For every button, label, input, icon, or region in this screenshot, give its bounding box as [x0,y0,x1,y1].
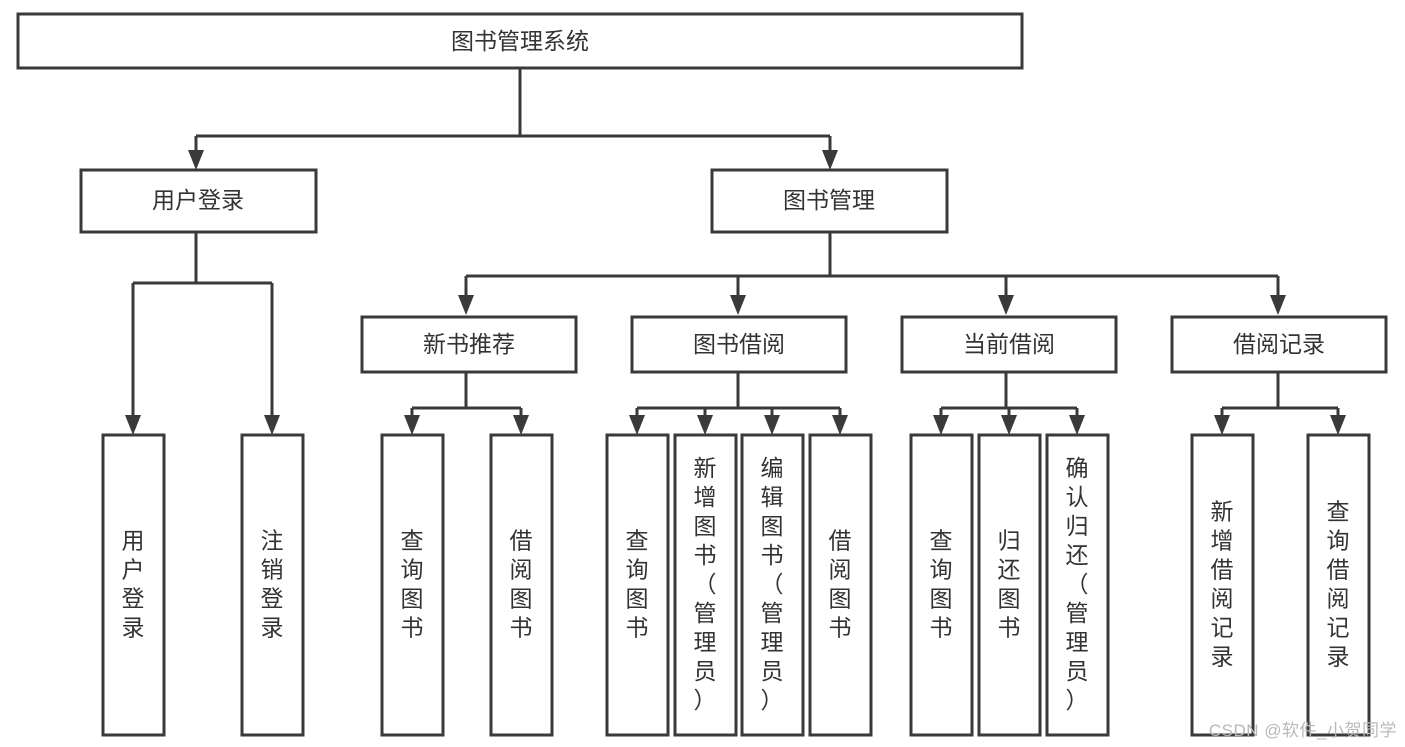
node-new-book-recommend-box[interactable] [360,315,578,374]
node-leaf-query-book-2-label: 查询图书 [626,528,649,641]
node-leaf-return-book[interactable]: 归还图书 [977,433,1042,737]
node-current-borrow-box[interactable] [900,315,1118,374]
node-leaf-query-book-1-box[interactable] [380,433,445,737]
node-leaf-query-book-1-label: 查询图书 [401,528,424,641]
connector-layer [125,68,1346,435]
node-leaf-borrow-book-1-box[interactable] [489,433,554,737]
arrow-head-leaf-add-record [1214,415,1230,435]
node-leaf-borrow-book-2[interactable]: 借阅图书 [808,433,873,737]
node-leaf-add-record-box[interactable] [1190,433,1255,737]
arrow-head-borrow-record [1270,295,1286,315]
node-leaf-borrow-book-1[interactable]: 借阅图书 [489,433,554,737]
arrow-head-leaf-query-book-1 [404,415,420,435]
node-root[interactable]: 图书管理系统 [16,12,1024,70]
node-book-management-label: 图书管理 [783,187,875,213]
node-leaf-edit-book[interactable]: 编辑图书（管理员） [740,433,805,737]
arrow-head-leaf-user-login [125,415,141,435]
node-leaf-query-book-2[interactable]: 查询图书 [605,433,670,737]
node-borrow-record-box[interactable] [1170,315,1388,374]
node-leaf-logout-label: 注销登录 [261,528,284,641]
node-leaf-borrow-book-2-box[interactable] [808,433,873,737]
node-current-borrow-label: 当前借阅 [963,331,1055,357]
node-new-book-recommend[interactable]: 新书推荐 [360,315,578,374]
arrow-head-book-borrow [730,295,746,315]
arrow-head-leaf-confirm-return [1069,415,1085,435]
node-leaf-add-record[interactable]: 新增借阅记录 [1190,433,1255,737]
node-leaf-return-book-label: 归还图书 [998,528,1021,641]
node-root-box[interactable] [16,12,1024,70]
node-book-management-box[interactable] [710,168,949,234]
node-leaf-user-login-box[interactable] [101,433,166,737]
node-user-login-label: 用户登录 [152,187,244,213]
node-leaf-add-book[interactable]: 新增图书（管理员） [673,433,738,737]
node-leaf-return-book-box[interactable] [977,433,1042,737]
node-leaf-query-record[interactable]: 查询借阅记录 [1306,433,1371,737]
node-leaf-edit-book-label: 编辑图书（管理员） [761,455,784,713]
node-leaf-query-book-1[interactable]: 查询图书 [380,433,445,737]
node-leaf-logout[interactable]: 注销登录 [240,433,305,737]
arrow-head-leaf-query-book-2 [629,415,645,435]
arrow-head-leaf-query-book-3 [933,415,949,435]
node-leaf-add-book-box[interactable] [673,433,738,737]
node-book-borrow-box[interactable] [630,315,848,374]
node-user-login-box[interactable] [79,168,318,234]
arrow-head-leaf-add-book [697,415,713,435]
node-leaf-logout-box[interactable] [240,433,305,737]
node-book-management[interactable]: 图书管理 [710,168,949,234]
node-leaf-confirm-return[interactable]: 确认归还（管理员） [1045,433,1110,737]
node-leaf-user-login-label: 用户登录 [122,528,145,641]
arrow-head-new-book-recommend [458,295,474,315]
node-leaf-confirm-return-box[interactable] [1045,433,1110,737]
arrow-head-user-login [188,150,204,170]
node-leaf-add-book-label: 新增图书（管理员） [694,455,717,713]
node-new-book-recommend-label: 新书推荐 [423,331,515,357]
node-leaf-borrow-book-2-label: 借阅图书 [829,528,852,641]
node-current-borrow[interactable]: 当前借阅 [900,315,1118,374]
node-leaf-user-login[interactable]: 用户登录 [101,433,166,737]
node-user-login[interactable]: 用户登录 [79,168,318,234]
node-leaf-add-record-label: 新增借阅记录 [1211,499,1234,670]
node-leaf-confirm-return-label: 确认归还（管理员） [1066,455,1089,713]
arrow-head-leaf-edit-book [764,415,780,435]
node-leaf-query-book-3[interactable]: 查询图书 [909,433,974,737]
node-leaf-query-book-3-label: 查询图书 [930,528,953,641]
node-book-borrow-label: 图书借阅 [693,331,785,357]
node-borrow-record[interactable]: 借阅记录 [1170,315,1388,374]
arrow-head-book-management [822,150,838,170]
arrow-head-current-borrow [998,295,1014,315]
node-leaf-query-book-3-box[interactable] [909,433,974,737]
arrow-head-leaf-logout [264,415,280,435]
node-leaf-query-record-label: 查询借阅记录 [1327,499,1350,670]
arrow-head-leaf-borrow-book-2 [832,415,848,435]
node-leaf-borrow-book-1-label: 借阅图书 [510,528,533,641]
node-root-label: 图书管理系统 [451,28,589,54]
node-leaf-query-record-box[interactable] [1306,433,1371,737]
node-leaf-query-book-2-box[interactable] [605,433,670,737]
node-book-borrow[interactable]: 图书借阅 [630,315,848,374]
arrow-head-leaf-return-book [1001,415,1017,435]
node-borrow-record-label: 借阅记录 [1233,331,1325,357]
node-leaf-edit-book-box[interactable] [740,433,805,737]
arrow-head-leaf-borrow-book-1 [513,415,529,435]
arrow-head-leaf-query-record [1330,415,1346,435]
